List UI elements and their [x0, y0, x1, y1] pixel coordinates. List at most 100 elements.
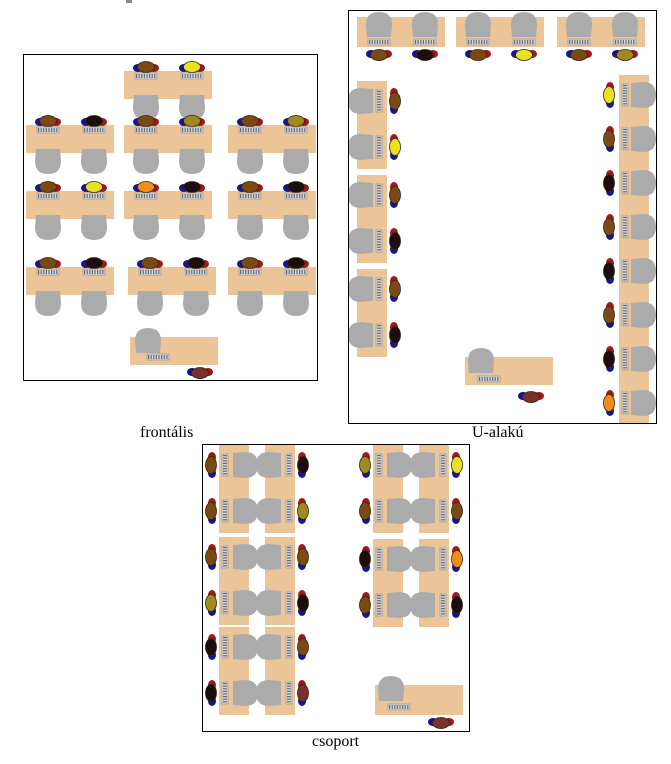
keyboard-key [223, 549, 227, 551]
keyboard-key [387, 40, 389, 44]
student [389, 276, 401, 302]
head [370, 49, 388, 61]
keyboard-key [623, 349, 627, 351]
chair [283, 291, 309, 316]
keyboard [238, 268, 262, 276]
keyboard-key [620, 40, 622, 44]
keyboard-key [473, 40, 475, 44]
keyboard-key [377, 327, 381, 329]
chair [35, 215, 61, 240]
keyboard-key [623, 183, 627, 185]
keyboard-body [36, 126, 60, 134]
keyboard-key [140, 270, 142, 274]
chair-shape [133, 95, 159, 120]
head [359, 550, 371, 568]
head [297, 594, 309, 612]
keyboard-key [625, 40, 627, 44]
keyboard-key [258, 270, 260, 274]
keyboard-key [287, 468, 291, 470]
keyboard-key [287, 701, 291, 703]
chair [233, 590, 258, 616]
head [287, 115, 305, 127]
keyboard-body [221, 635, 229, 659]
keyboard-key [623, 147, 627, 149]
keyboard-body [180, 192, 204, 200]
keyboard-key [223, 554, 227, 556]
keyboard-key [304, 194, 306, 198]
keyboard-key [86, 194, 88, 198]
keyboard-key [377, 340, 381, 342]
group-caption: csoport [312, 733, 360, 750]
keyboard [375, 323, 383, 347]
keyboard-key [287, 516, 291, 518]
keyboard-key [293, 270, 295, 274]
keyboard-key [102, 270, 104, 274]
keyboard-key [574, 40, 576, 44]
keyboard [134, 72, 158, 80]
keyboard-key [149, 74, 151, 78]
chair-shape [179, 215, 205, 240]
chair-shape [237, 291, 263, 316]
keyboard [82, 268, 106, 276]
keyboard-body [621, 215, 629, 239]
keyboard-key [296, 270, 298, 274]
head [603, 394, 615, 412]
student [366, 49, 392, 61]
keyboard-key [623, 362, 627, 364]
keyboard-key [187, 74, 189, 78]
keyboard-key [141, 74, 143, 78]
keyboard-body [134, 192, 158, 200]
keyboard-key [441, 468, 445, 470]
keyboard [477, 375, 501, 383]
keyboard-key [623, 323, 627, 325]
keyboard-key [242, 128, 244, 132]
keyboard-key [223, 506, 227, 508]
keyboard-key [223, 655, 227, 657]
keyboard-key [287, 462, 291, 464]
keyboard [285, 545, 293, 569]
keyboard-key [377, 101, 381, 103]
head [297, 684, 309, 702]
keyboard-key [53, 128, 55, 132]
keyboard [621, 259, 629, 283]
student [603, 346, 615, 372]
keyboard-key [242, 270, 244, 274]
keyboard-key [154, 128, 156, 132]
student [237, 257, 263, 269]
head [603, 218, 615, 236]
keyboard-key [48, 270, 50, 274]
keyboard-body [221, 453, 229, 477]
head [616, 49, 634, 61]
keyboard-key [377, 284, 381, 286]
keyboard-key [441, 470, 445, 472]
keyboard-key [258, 128, 260, 132]
keyboard-key [161, 355, 163, 359]
chair [387, 452, 412, 478]
head [85, 115, 103, 127]
keyboard-key [255, 128, 257, 132]
keyboard-key [623, 103, 627, 105]
keyboard-key [623, 279, 627, 281]
keyboard-key [584, 40, 586, 44]
keyboard-key [396, 705, 398, 709]
student [133, 61, 159, 73]
keyboard-body [621, 259, 629, 283]
chair [256, 590, 281, 616]
keyboard-key [189, 128, 191, 132]
keyboard-key [245, 270, 247, 274]
head [603, 86, 615, 104]
keyboard-body [134, 126, 158, 134]
chair [237, 149, 263, 174]
keyboard-body [375, 277, 383, 301]
chair-shape [378, 676, 404, 701]
keyboard-key [287, 608, 291, 610]
head [451, 550, 463, 568]
chair [81, 149, 107, 174]
keyboard-key [287, 693, 291, 695]
keyboard-key [287, 552, 291, 554]
keyboard [285, 591, 293, 615]
keyboard-key [287, 473, 291, 475]
keyboard-body [36, 192, 60, 200]
chair-shape [349, 276, 373, 302]
keyboard-body [221, 681, 229, 705]
